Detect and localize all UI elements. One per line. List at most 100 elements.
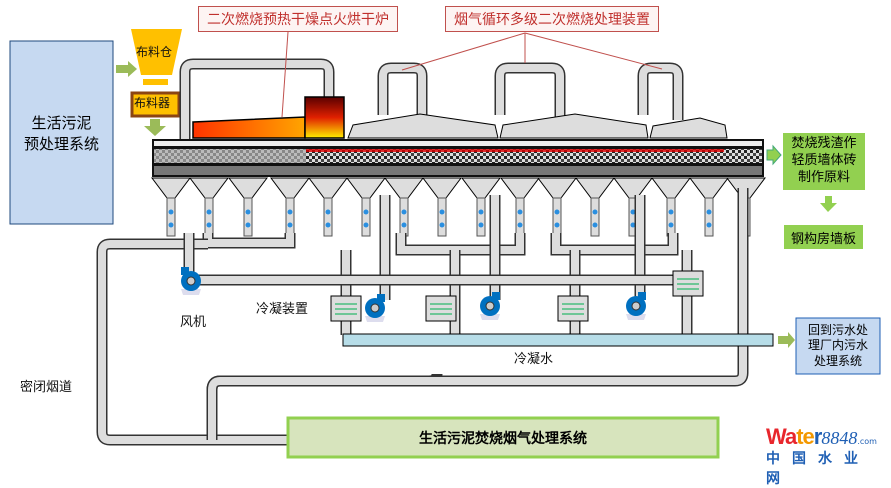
water-drop-icon xyxy=(168,222,174,228)
callout-leader-1 xyxy=(401,32,526,71)
duct-label: 密闭烟道 xyxy=(20,380,73,395)
conveyor-grate xyxy=(152,139,764,177)
water-drop-icon xyxy=(478,209,484,215)
water-drop-icon xyxy=(592,222,598,228)
hopper-drain-pipe xyxy=(704,197,714,237)
ash-hopper xyxy=(537,177,577,199)
condensate-pipe xyxy=(342,333,774,347)
ignition-chamber xyxy=(304,96,345,139)
ash-hopper xyxy=(689,177,729,199)
ash-hopper xyxy=(189,177,229,199)
logo-c: r xyxy=(813,424,823,449)
condensers xyxy=(330,270,704,322)
arrow-to-hopper xyxy=(116,61,137,77)
water-drop-icon xyxy=(630,222,636,228)
water-drop-icon xyxy=(245,209,251,215)
logo-com: .com xyxy=(857,437,877,446)
water-drop-icon xyxy=(478,222,484,228)
return-box xyxy=(795,317,881,375)
logo-b: te xyxy=(796,424,815,449)
water-drop-icon xyxy=(668,222,674,228)
hopper-drain-pipe xyxy=(285,197,295,237)
water-drop-icon xyxy=(706,209,712,215)
residue-label: 焚烧残渣作 轻质墙体砖 制作原料 xyxy=(791,136,857,185)
hopper-drain-pipe xyxy=(437,197,447,237)
return-label: 回到污水处 理厂内污水 处理系统 xyxy=(807,322,868,368)
hopper-drain-pipe xyxy=(552,197,562,237)
condensate-label: 冷凝水 xyxy=(514,352,554,367)
water-drop-icon xyxy=(706,222,712,228)
water8848-logo: Water8848.com 中国水业网 xyxy=(766,424,891,488)
water-drop-icon xyxy=(168,209,174,215)
hopper-outlet xyxy=(143,79,168,85)
hopper-drain-pipe xyxy=(243,197,253,237)
collector-pipes xyxy=(202,233,679,256)
ash-hopper xyxy=(228,177,268,199)
logo-num: 8848 xyxy=(821,428,858,448)
water-drop-icon xyxy=(439,209,445,215)
hopper-drain-pipe xyxy=(515,197,525,237)
water-drop-icon xyxy=(325,222,331,228)
water-drop-icon xyxy=(287,222,293,228)
logo-cn: 中国水业网 xyxy=(766,451,870,487)
diagram-canvas xyxy=(9,29,881,459)
water-drop-icon xyxy=(401,209,407,215)
callout-leader-furnace xyxy=(281,31,289,118)
flue-gas-system-label: 生活污泥焚烧烟气处理系统 xyxy=(419,430,587,447)
water-drop-icon xyxy=(401,222,407,228)
distributor xyxy=(130,91,181,118)
water-drop-icon xyxy=(245,222,251,228)
fan-label: 风机 xyxy=(180,315,207,330)
water-drop-icon xyxy=(439,222,445,228)
distributor-label: 布料器 xyxy=(134,96,171,110)
water-drop-icon xyxy=(554,222,560,228)
arrow-to-product xyxy=(820,196,837,212)
arrow-to-residue xyxy=(766,144,782,166)
callout-secondary-combustion: 烟气循环多级二次燃烧处理装置 xyxy=(445,6,659,32)
flue-gas-system-box xyxy=(286,416,720,459)
water-drop-icon xyxy=(363,209,369,215)
hopper-drain-pipe xyxy=(166,197,176,237)
secondary-combustion-units xyxy=(347,62,728,139)
ash-hopper xyxy=(346,177,386,199)
water-drop-icon xyxy=(517,209,523,215)
residue-box xyxy=(783,133,865,190)
condenser-label: 冷凝装置 xyxy=(256,302,309,317)
ash-hopper xyxy=(422,177,462,199)
pretreatment-system-label: 生活污泥 预处理系统 xyxy=(23,113,99,153)
callout-furnace: 二次燃烧预热干燥点火烘干炉 xyxy=(198,6,398,32)
arrow-to-return xyxy=(778,332,795,348)
water-drop-icon xyxy=(287,209,293,215)
ash-hopper xyxy=(651,177,691,199)
hopper-drain-pipe xyxy=(590,197,600,237)
ash-hopper xyxy=(613,177,653,199)
product-label: 钢构房墙板 xyxy=(790,231,856,247)
arrow-down-distributor xyxy=(144,119,166,136)
ash-hopper xyxy=(500,177,540,199)
process-diagram: 生活污泥 预处理系统 布料仓 布料器 二次燃烧预热干燥点火烘干炉 烟气循环多级二… xyxy=(9,6,881,487)
drying-furnace xyxy=(192,116,306,139)
ash-hopper xyxy=(151,177,191,199)
hopper-drain-pipe xyxy=(204,197,214,237)
pretreatment-system-box xyxy=(9,40,114,225)
ash-hopper xyxy=(270,177,310,199)
water-drop-icon xyxy=(325,209,331,215)
water-drop-icon xyxy=(206,222,212,228)
product-box xyxy=(784,225,863,249)
water-drop-icon xyxy=(554,209,560,215)
hopper-drain-pipe xyxy=(323,197,333,237)
water-drop-icon xyxy=(630,209,636,215)
hopper-drain-pipe xyxy=(361,197,371,237)
hopper-drain-pipe xyxy=(666,197,676,237)
feed-hopper xyxy=(131,29,182,75)
logo-a: Wa xyxy=(766,424,797,449)
ash-hopper xyxy=(384,177,424,199)
fans xyxy=(181,267,646,322)
ash-hopper xyxy=(308,177,348,199)
hopper-drain-pipe xyxy=(399,197,409,237)
ash-hoppers xyxy=(151,177,766,237)
water-drop-icon xyxy=(517,222,523,228)
water-drop-icon xyxy=(206,209,212,215)
ash-hopper xyxy=(575,177,615,199)
water-drop-icon xyxy=(668,209,674,215)
